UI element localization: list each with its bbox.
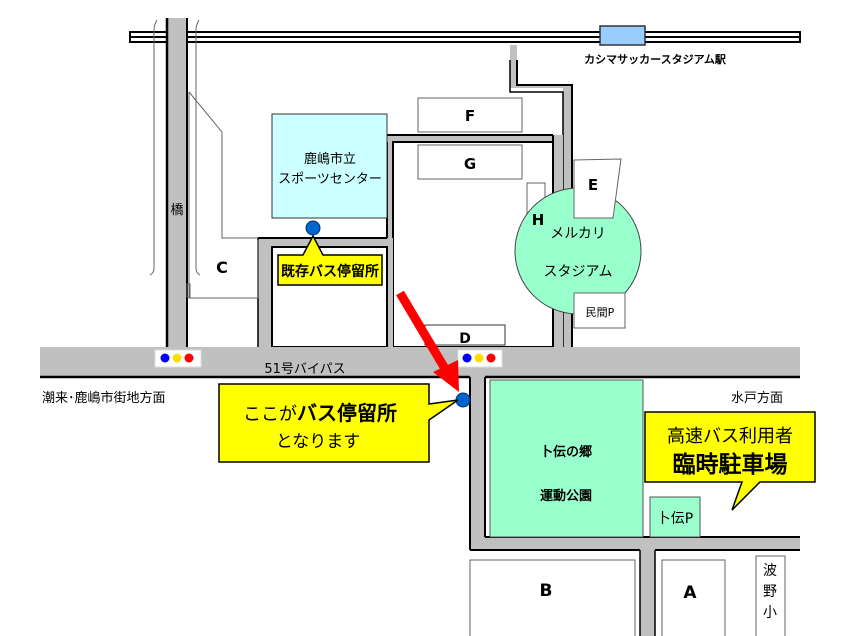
- existing-stop-callout: [277, 234, 383, 286]
- school-label-1: 波: [763, 563, 777, 579]
- bypass-label: 51号バイパス: [264, 362, 345, 377]
- private-parking: [573, 292, 626, 329]
- school-label-2: 野: [763, 584, 777, 600]
- lot-b: [469, 559, 636, 636]
- sports-center: [271, 113, 388, 219]
- lot-e-label: E: [588, 176, 598, 194]
- private-parking-label: 民間P: [586, 306, 615, 319]
- existing-stop-label: 既存バス停留所: [281, 263, 379, 280]
- direction-east: 水戸方面: [731, 390, 783, 406]
- parking-callout-line1: 高速バス利用者: [667, 426, 793, 447]
- park-label-1: 卜伝の郷: [540, 444, 592, 460]
- lot-a: [661, 559, 726, 636]
- traffic-light-west: [154, 349, 202, 368]
- park-label-2: 運動公園: [540, 488, 592, 504]
- existing-stop-marker: [305, 220, 321, 236]
- red-arrow-icon: [396, 290, 459, 392]
- lot-h-label: H: [532, 211, 545, 229]
- lot-c-label: C: [216, 258, 228, 277]
- station-label: カシマサッカースタジアム駅: [584, 53, 726, 66]
- lot-g-label: G: [464, 155, 476, 173]
- building-c-outline: [186, 91, 259, 299]
- lot-a-label: A: [683, 583, 697, 603]
- stadium-label-1: メルカリ: [550, 226, 606, 242]
- lot-g: [417, 144, 523, 180]
- parking-callout-line2: 臨時駐車場: [673, 451, 788, 478]
- new-stop-callout: [218, 383, 459, 463]
- sports-center-label-2: スポーツセンター: [278, 172, 382, 187]
- bokuden-park: [489, 379, 644, 538]
- bridge-label: 橋: [170, 203, 183, 218]
- new-stop-callout-line1: ここがバス停留所: [243, 401, 397, 425]
- bypass-road: [40, 347, 800, 379]
- lot-f: [417, 97, 523, 133]
- sports-center-label-1: 鹿嶋市立: [304, 151, 356, 167]
- lot-d-label: D: [459, 331, 471, 347]
- railway: [129, 31, 801, 43]
- bokuden-parking: [649, 496, 701, 538]
- bokuden-parking-label: 卜伝P: [657, 511, 693, 527]
- direction-west: 潮来･鹿嶋市街地方面: [42, 390, 166, 406]
- stadium-label-2: スタジアム: [543, 264, 612, 280]
- parking-callout: [644, 411, 816, 511]
- new-stop-callout-line2: となります: [276, 432, 361, 452]
- school: [755, 555, 786, 636]
- lot-b-label: B: [540, 581, 553, 601]
- lot-f-label: F: [465, 107, 475, 125]
- traffic-light-east: [457, 349, 503, 368]
- school-label-3: 小: [763, 605, 777, 621]
- station-building: [599, 25, 646, 46]
- south-roads: [469, 377, 800, 636]
- lot-e: [573, 158, 622, 219]
- left-road: [149, 18, 201, 350]
